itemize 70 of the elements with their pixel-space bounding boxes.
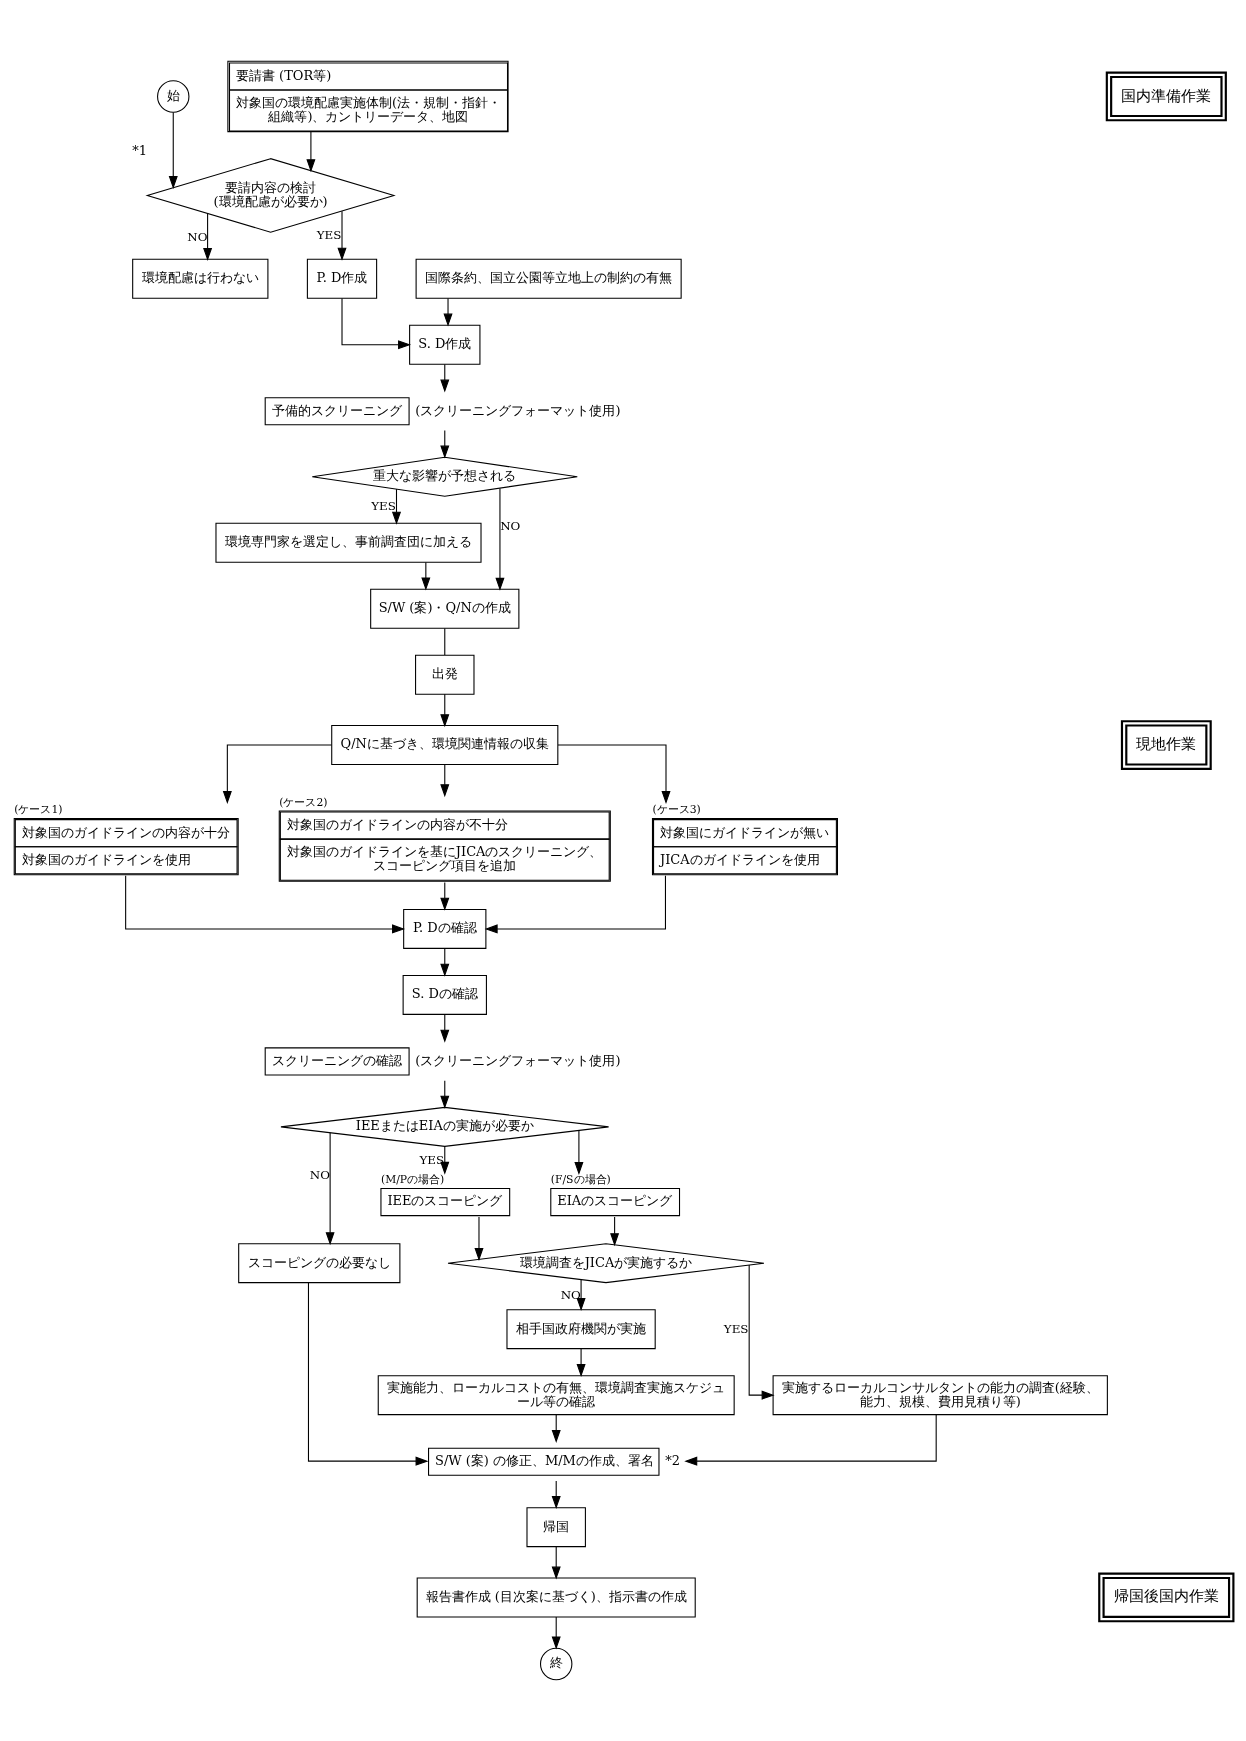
- arrow: [551, 1546, 561, 1580]
- node-box: S. D作成: [409, 324, 481, 365]
- node-box: 実施能力、ローカルコストの有無、環境調査実施スケジュール等の確認: [377, 1375, 735, 1416]
- node-box: 予備的スクリーニング: [264, 397, 410, 426]
- arrow: [203, 213, 213, 261]
- node-label: (スクリーニングフォーマット使用): [415, 1052, 621, 1068]
- arrow: [325, 1132, 335, 1246]
- arrow: [574, 1130, 584, 1175]
- edge-label: YES: [419, 1153, 445, 1168]
- node-box: スクリーニングの確認: [264, 1047, 410, 1076]
- node-diamond: 重大な影響が予想される: [311, 456, 578, 497]
- node-box: 相手国政府機関が実施: [506, 1309, 656, 1350]
- arrow: [443, 298, 453, 327]
- node-box: S/W (案) の修正、M/Mの作成、署名: [428, 1447, 660, 1476]
- node-box: 帰国後国内作業: [1098, 1572, 1235, 1623]
- arrow: [748, 1264, 775, 1400]
- arrow: [391, 488, 402, 525]
- arrow: [306, 131, 316, 173]
- arrow: [551, 1616, 561, 1650]
- arrow: [222, 744, 333, 805]
- arrow: [341, 298, 412, 350]
- node-label: *1: [132, 143, 148, 159]
- node-label: (ケース1): [14, 803, 63, 817]
- node-label: (ケース2): [279, 795, 328, 809]
- arrow: [168, 111, 178, 190]
- arrow: [495, 487, 505, 591]
- arrow: [576, 1348, 586, 1377]
- node-box: S. Dの確認: [402, 974, 487, 1015]
- node-box: 国内準備作業: [1105, 71, 1227, 122]
- arrow: [440, 693, 450, 728]
- node-box: 現地作業: [1120, 720, 1212, 770]
- node-box: P. D作成: [306, 258, 378, 299]
- node-box: P. Dの確認: [403, 908, 487, 949]
- arrow: [307, 1282, 429, 1466]
- node-label: (F/Sの場合): [550, 1173, 611, 1187]
- node-box: 国際条約、国立公園等立地上の制約の有無: [415, 258, 682, 299]
- node-label: (スクリーニングフォーマット使用): [415, 402, 621, 418]
- node-label: (M/Pの場合): [380, 1173, 445, 1187]
- node-box: スコーピングの必要なし: [238, 1243, 401, 1284]
- node-label: (ケース3): [652, 803, 701, 817]
- node-box: 実施するローカルコンサルタントの能力の調査(経験、能力、規模、費用見積り等): [772, 1375, 1108, 1416]
- arrow: [557, 744, 671, 805]
- node-circle: 終: [539, 1647, 573, 1681]
- node-box: 報告書作成 (目次案に基づく)、指示書の作成: [416, 1577, 696, 1618]
- node-diamond: IEEまたはEIAの実施が必要か: [280, 1106, 610, 1147]
- node-box: S/W (案)・Q/Nの作成: [370, 588, 520, 629]
- arrow: [125, 875, 406, 934]
- node-box: Q/Nに基づき、環境関連情報の収集: [331, 725, 559, 766]
- node-label: *2: [665, 1453, 680, 1469]
- node-box: EIAのスコーピング: [550, 1188, 681, 1217]
- arrow: [474, 1216, 484, 1261]
- arrow: [440, 764, 450, 798]
- node-diamond: 環境調査をJICAが実施するか: [447, 1243, 765, 1284]
- edge-label: YES: [723, 1322, 749, 1337]
- edge-label: NO: [560, 1287, 581, 1302]
- node-box: 帰国: [526, 1507, 586, 1548]
- edge-label: NO: [309, 1168, 330, 1183]
- node-box: 出発: [415, 654, 475, 695]
- node-box: IEEのスコーピング: [380, 1188, 511, 1217]
- node-circle: 始: [157, 80, 190, 113]
- edge-label: YES: [371, 499, 396, 514]
- arrow: [440, 881, 450, 911]
- arrow: [684, 1414, 937, 1466]
- edge-label: NO: [500, 518, 521, 533]
- arrow: [337, 210, 347, 261]
- node-box: 環境配慮は行わない: [132, 258, 269, 299]
- node-box: 環境専門家を選定し、事前調査団に加える: [215, 522, 482, 563]
- arrow: [484, 875, 666, 934]
- connector: [444, 627, 446, 656]
- arrow: [576, 1279, 586, 1312]
